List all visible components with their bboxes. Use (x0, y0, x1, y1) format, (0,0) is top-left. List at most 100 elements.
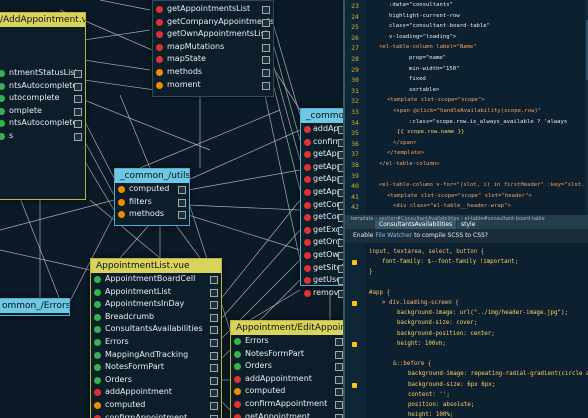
node-row[interactable]: NotesFormPart (231, 348, 346, 361)
connector-pin-icon[interactable] (210, 376, 218, 385)
connector-pin-icon[interactable] (178, 211, 186, 220)
node-row[interactable]: utocomplete (0, 92, 85, 105)
node-row[interactable]: ntsAutocomplete (0, 117, 85, 130)
node-row[interactable]: getAppoin (301, 186, 349, 199)
connector-pin-icon[interactable] (262, 81, 270, 90)
node-row[interactable]: Orders (91, 374, 221, 387)
connector-pin-icon[interactable] (74, 132, 82, 141)
node-row[interactable]: addAppoin (301, 123, 349, 136)
node-row[interactable]: addAppointment (91, 386, 221, 399)
scroll-thumb[interactable] (586, 20, 588, 80)
connector-pin-icon[interactable] (262, 18, 270, 27)
connector-pin-icon[interactable] (262, 6, 270, 14)
node-row[interactable]: omplete (0, 105, 85, 118)
connector-pin-icon[interactable] (210, 301, 218, 310)
node-row[interactable]: confirmAppointment (231, 398, 346, 411)
connector-pin-icon[interactable] (335, 338, 343, 346)
node-row[interactable]: ConsultantsAvailabilities (91, 323, 221, 336)
connector-pin-icon[interactable] (74, 82, 82, 91)
connector-pin-icon[interactable] (210, 414, 218, 418)
connector-pin-icon[interactable] (262, 56, 270, 65)
node-row[interactable]: Orders (231, 360, 346, 373)
connector-pin-icon[interactable] (178, 198, 186, 207)
connector-pin-icon[interactable] (335, 375, 343, 384)
connector-pin-icon[interactable] (262, 68, 270, 77)
node-row[interactable]: Breadcrumb (91, 311, 221, 324)
file-watcher-link[interactable]: File Watcher (375, 232, 413, 239)
connector-pin-icon[interactable] (210, 351, 218, 360)
node-row[interactable]: filters (115, 196, 189, 209)
connector-pin-icon[interactable] (210, 326, 218, 335)
connector-pin-icon[interactable] (335, 413, 343, 418)
node-row[interactable]: getConsul (301, 211, 349, 224)
node-row[interactable]: mapState (153, 53, 273, 66)
node-row[interactable]: getAppointmentsList (153, 3, 273, 16)
node-row[interactable]: getExclu (301, 224, 349, 237)
node-add-appointment[interactable]: /AddAppointment.vue ntmentStatusListntsA… (0, 12, 86, 200)
connector-pin-icon[interactable] (210, 288, 218, 297)
node-row[interactable]: AppointmentsInDay (91, 298, 221, 311)
connector-pin-icon[interactable] (210, 389, 218, 398)
node-row[interactable]: getOwnAp (301, 249, 349, 262)
node-row[interactable]: getAppoin (301, 148, 349, 161)
node-row[interactable]: computed (115, 183, 189, 196)
connector-pin-icon[interactable] (74, 70, 82, 78)
node-row[interactable]: AppointmentBoardCell (91, 273, 221, 286)
node-row[interactable]: AppointmentList (91, 286, 221, 299)
node-row[interactable]: s (0, 130, 85, 143)
connector-pin-icon[interactable] (74, 107, 82, 116)
node-row[interactable]: getAppoin (301, 173, 349, 186)
node-edit-appointment[interactable]: Appointment/EditAppointment.vue ErrorsNo… (230, 320, 347, 418)
connector-pin-icon[interactable] (210, 338, 218, 347)
node-row[interactable]: confirmAppointment (91, 412, 221, 418)
node-row[interactable]: NotesFormPart (91, 361, 221, 374)
connector-pin-icon[interactable] (74, 120, 82, 129)
connector-pin-icon[interactable] (335, 400, 343, 409)
template-code[interactable]: :data="consultants"highlight-current-row… (369, 0, 588, 215)
node-row[interactable]: getOrdel (301, 236, 349, 249)
node-errors-js[interactable]: ommon_/Errors.js (0, 298, 70, 316)
node-row[interactable]: methods (153, 66, 273, 79)
connector-pin-icon[interactable] (210, 313, 218, 322)
node-store-helpers[interactable]: getAppointmentsListgetCompanyAppointment… (152, 0, 274, 97)
node-row[interactable]: Errors (91, 336, 221, 349)
connector-pin-icon[interactable] (335, 350, 343, 359)
node-row[interactable]: getAppoin (301, 161, 349, 174)
member-dot-icon (234, 375, 241, 383)
node-row[interactable]: getUserD (301, 274, 349, 287)
connector-pin-icon[interactable] (210, 401, 218, 410)
node-row[interactable]: getCompanyAppointmentsList (153, 16, 273, 29)
connector-pin-icon[interactable] (262, 43, 270, 52)
connector-pin-icon[interactable] (335, 388, 343, 397)
node-row[interactable]: computed (231, 385, 346, 398)
connector-pin-icon[interactable] (210, 276, 218, 284)
connector-pin-icon[interactable] (178, 186, 186, 194)
editor-scrollbar[interactable] (585, 0, 588, 215)
node-row[interactable]: getSiteDa (301, 262, 349, 275)
tab-style[interactable]: style (457, 220, 480, 230)
node-row[interactable]: mapMutations (153, 41, 273, 54)
node-row[interactable]: removeOr (301, 287, 349, 300)
node-row[interactable]: Errors (231, 335, 346, 348)
node-row[interactable]: methods (115, 208, 189, 221)
node-row[interactable]: addAppointment (231, 373, 346, 386)
node-row[interactable]: computed (91, 399, 221, 412)
node-row[interactable]: ntmentStatusList (0, 67, 85, 80)
node-appointment-list[interactable]: AppointmentList.vue AppointmentBoardCell… (90, 258, 222, 418)
style-code[interactable]: input, textarea, select, button { font-f… (369, 243, 588, 418)
node-row[interactable]: MappingAndTracking (91, 349, 221, 362)
node-row[interactable]: confirmAp (301, 136, 349, 149)
connector-pin-icon[interactable] (74, 95, 82, 104)
connector-pin-icon[interactable] (262, 31, 270, 40)
node-row[interactable]: getAppointment (231, 411, 346, 418)
node-row[interactable]: ntsAutocomplete (0, 80, 85, 93)
node-row[interactable]: getConfi (301, 199, 349, 212)
connector-pin-icon[interactable] (335, 363, 343, 372)
connector-pin-icon[interactable] (210, 364, 218, 373)
tab-consultants[interactable]: ConsultantsAvailabilities (375, 220, 457, 230)
node-common-right[interactable]: _common addAppoinconfirmApgetAppoingetAp… (300, 108, 350, 298)
node-row[interactable]: moment (153, 79, 273, 92)
node-row[interactable]: getOwnAppointmentsList (153, 28, 273, 41)
